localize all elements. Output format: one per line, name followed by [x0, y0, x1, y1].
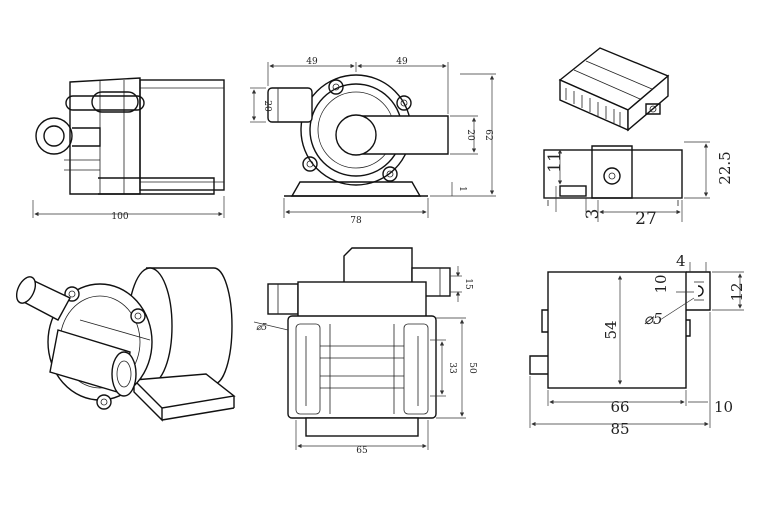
dim-plan-height: 50 — [467, 362, 477, 374]
side-view-top-left: 100 — [32, 77, 225, 222]
dim-bracket-width: 66 — [610, 398, 629, 416]
dim-bracket-slot-w: 4 — [676, 252, 686, 270]
dim-right-half: 49 — [396, 57, 408, 67]
pump-3d-view — [15, 267, 236, 422]
connector-3d-view — [558, 47, 670, 132]
dim-connector-height: 22.5 — [716, 151, 734, 184]
dim-bracket-ext: 10 — [714, 398, 733, 416]
bracket-view: 54 4 10 12 ⌀5 66 85 10 — [529, 252, 746, 438]
dim-left-half: 49 — [306, 57, 318, 67]
top-plan-view: 15 ⌀5 33 50 65 — [253, 247, 477, 456]
connector-side-view: 22.5 11 3 27 — [543, 141, 734, 229]
dim-plan-hole: ⌀5 — [256, 323, 267, 333]
dim-plan-width: 65 — [356, 446, 368, 456]
dim-connector-tab: 11 — [545, 151, 565, 173]
dim-bracket-overall: 85 — [610, 420, 629, 438]
dim-base-foot: 1 — [457, 186, 467, 192]
dim-bracket-slot-d: 10 — [652, 274, 670, 293]
dim-length: 100 — [111, 212, 128, 222]
dim-height: 62 — [483, 129, 493, 140]
dim-connector-width: 27 — [635, 209, 657, 229]
dim-connector-slot: 3 — [583, 209, 603, 220]
dim-outlet: 20 — [465, 129, 475, 141]
dim-bracket-tab-h: 12 — [728, 282, 746, 301]
front-view-top-center: 49 49 20 20 62 1 78 — [250, 57, 496, 226]
dim-plan-inner-height: 33 — [447, 362, 457, 374]
dim-plan-outlet: 15 — [463, 278, 473, 290]
dim-inlet: 20 — [262, 100, 272, 112]
dim-base-width: 78 — [350, 216, 362, 226]
dim-bracket-hole: ⌀5 — [644, 310, 663, 328]
dim-bracket-height: 54 — [602, 320, 620, 339]
